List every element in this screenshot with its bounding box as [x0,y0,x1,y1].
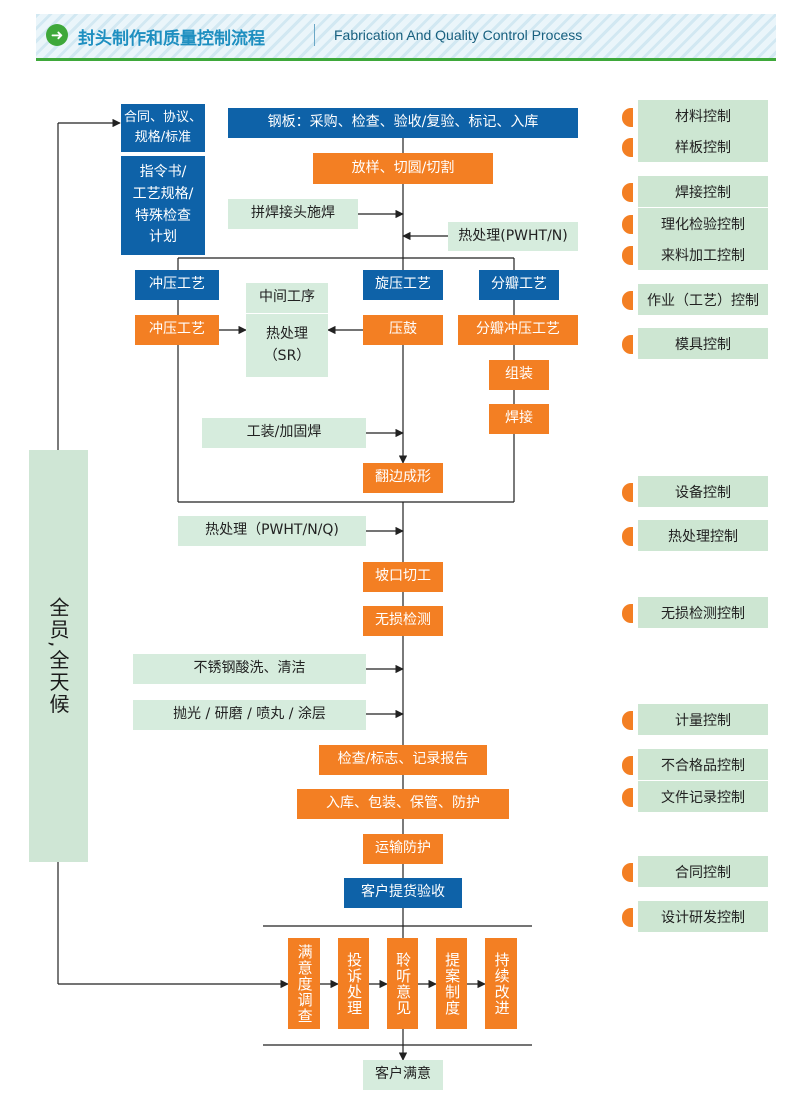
control-template: 样板控制 [638,131,768,162]
feedback-complaint: 投诉处理 [338,938,369,1029]
splice-weld-step: 拼焊接头施焊 [228,199,358,229]
control-mold: 模具控制 [638,328,768,359]
heat-treatment-pwht-n-step: 热处理(PWHT/N) [448,222,578,251]
control-ndt: 无损检测控制 [638,597,768,628]
control-tab-marker [622,183,633,202]
arrow-right-icon: ➜ [46,24,68,46]
all-staff-bar: 全员,全天候 [29,450,88,862]
page-title: 封头制作和质量控制流程 [78,29,265,49]
middle-process-label: 中间工序 [246,283,328,313]
control-physicochemical: 理化检验控制 [638,208,768,239]
inspection-record-step: 检查/标志、记录报告 [319,745,487,775]
control-tab-marker [622,246,633,265]
page-subtitle: Fabrication And Quality Control Process [334,27,583,43]
control-tab-marker [622,788,633,807]
feedback-survey: 满意度调查 [288,938,320,1029]
polishing-coating-step: 抛光 / 研磨 / 喷丸 / 涂层 [133,700,366,730]
control-nonconforming: 不合格品控制 [638,749,768,780]
customer-acceptance-step: 客户提货验收 [344,878,462,908]
bevel-cutting-step: 坡口切工 [363,562,443,592]
flanging-step: 翻边成形 [363,463,443,493]
page-header: ➜ 封头制作和质量控制流程 Fabrication And Quality Co… [36,14,776,61]
fixture-weld-step: 工装/加固焊 [202,418,366,448]
all-staff-label: 全员,全天候 [46,596,70,716]
control-tab-marker [622,291,633,310]
control-material: 材料控制 [638,100,768,131]
control-tab-marker [622,756,633,775]
control-welding: 焊接控制 [638,176,768,207]
control-operation: 作业（工艺）控制 [638,284,768,315]
press-process-header: 冲压工艺 [135,270,219,300]
spin-process-header: 旋压工艺 [363,270,443,300]
customer-satisfaction: 客户满意 [363,1060,443,1090]
control-tab-marker [622,215,633,234]
instruction-docs-box: 指令书/ 工艺规格/ 特殊检查 计划 [121,156,205,255]
feedback-listen: 聆听意见 [387,938,418,1029]
heat-treatment-pwht-nq-step: 热处理（PWHT/N/Q) [178,516,366,546]
petal-press-step: 分瓣冲压工艺 [458,315,578,345]
control-tab-marker [622,108,633,127]
press-operation-step: 冲压工艺 [135,315,219,345]
control-tab-marker [622,335,633,354]
control-equipment: 设备控制 [638,476,768,507]
pickling-cleaning-step: 不锈钢酸洗、清洁 [133,654,366,684]
control-tab-marker [622,863,633,882]
assembly-step: 组装 [489,360,549,390]
bulge-step: 压鼓 [363,315,443,345]
control-incoming-processing: 来料加工控制 [638,239,768,270]
petal-process-header: 分瓣工艺 [479,270,559,300]
control-heat-treatment: 热处理控制 [638,520,768,551]
heat-treatment-sr-step: 热处理 （SR） [246,314,328,377]
transport-protection-step: 运输防护 [363,834,443,864]
steel-plate-step: 钢板：采购、检查、验收/复验、标记、入库 [228,108,578,138]
control-tab-marker [622,711,633,730]
feedback-proposal: 提案制度 [436,938,467,1029]
ndt-step: 无损检测 [363,606,443,636]
control-contract: 合同控制 [638,856,768,887]
control-design-rd: 设计研发控制 [638,901,768,932]
contract-docs-box: 合同、协议、 规格/标准 [121,104,205,152]
control-tab-marker [622,908,633,927]
welding-step: 焊接 [489,404,549,434]
control-tab-marker [622,138,633,157]
control-tab-marker [622,604,633,623]
storage-packaging-step: 入库、包装、保管、防护 [297,789,509,819]
layout-cutting-step: 放样、切圆/切割 [313,153,493,184]
feedback-improve: 持续改进 [485,938,517,1029]
control-metrology: 计量控制 [638,704,768,735]
control-tab-marker [622,527,633,546]
control-tab-marker [622,483,633,502]
control-document-record: 文件记录控制 [638,781,768,812]
title-divider [314,24,315,46]
